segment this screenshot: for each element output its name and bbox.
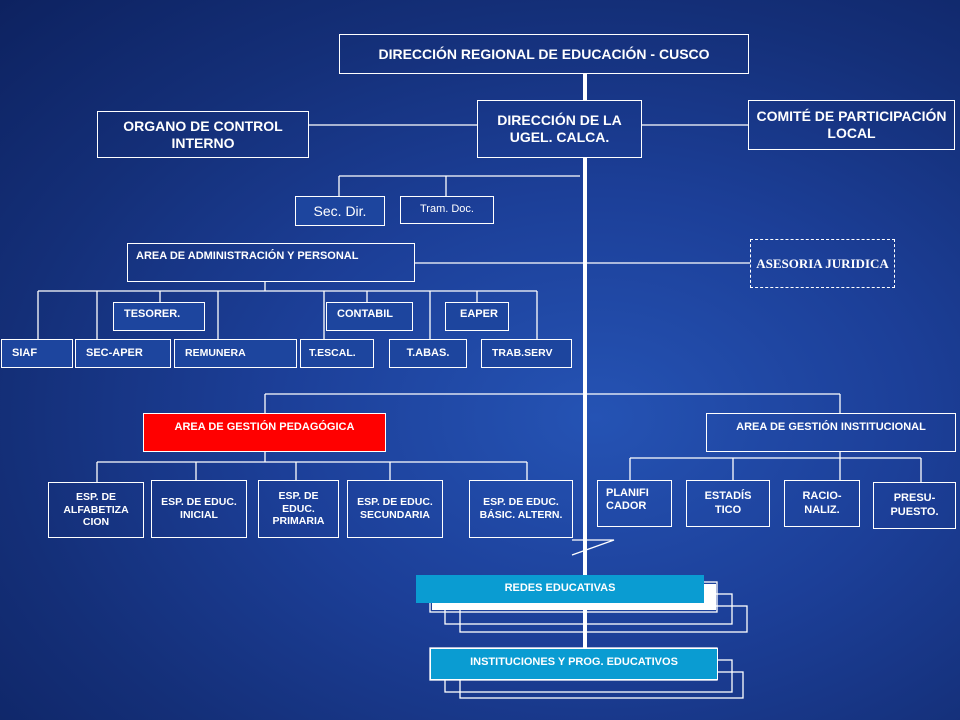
esp-inicial-box: ESP. DE EDUC. INICIAL xyxy=(151,480,247,538)
estadistico-box: ESTADÍS TICO xyxy=(686,480,770,527)
planificador-label: PLANIFI CADOR xyxy=(606,487,649,513)
esp-alfabetizacion-box: ESP. DE ALFABETIZA CION xyxy=(48,482,144,538)
sec-aper-label: SEC-APER xyxy=(86,347,143,359)
comite-participacion-label: COMITÉ DE PARTICIPACIÓN LOCAL xyxy=(756,108,947,141)
esp-basica-alternativa-box: ESP. DE EDUC. BÁSIC. ALTERN. xyxy=(469,480,573,538)
sec-dir-box: Sec. Dir. xyxy=(295,196,385,226)
esp-alfabetizacion-label: ESP. DE ALFABETIZA CION xyxy=(63,491,129,529)
control-interno-label: ORGANO DE CONTROL INTERNO xyxy=(123,117,283,151)
tram-doc-box: Tram. Doc. xyxy=(400,196,494,224)
presupuesto-label: PRESU- PUESTO. xyxy=(890,492,939,518)
dre-cusco-label: DIRECCIÓN REGIONAL DE EDUCACIÓN - CUSCO xyxy=(378,45,710,62)
dre-cusco-box: DIRECCIÓN REGIONAL DE EDUCACIÓN - CUSCO xyxy=(339,34,749,74)
esp-secundaria-label: ESP. DE EDUC. SECUNDARIA xyxy=(357,496,433,521)
sec-aper-box: SEC-APER xyxy=(75,339,171,368)
tesoreria-label: TESORER. xyxy=(124,308,181,320)
t-abas-box: T.ABAS. xyxy=(389,339,467,368)
planificador-box: PLANIFI CADOR xyxy=(597,480,672,527)
esp-inicial-label: ESP. DE EDUC. INICIAL xyxy=(161,496,237,521)
redes-educativas-box: REDES EDUCATIVAS xyxy=(416,575,704,603)
administracion-label: AREA DE ADMINISTRACIÓN Y PERSONAL xyxy=(136,250,359,262)
t-escal-label: T.ESCAL. xyxy=(309,347,356,359)
tram-doc-label: Tram. Doc. xyxy=(420,203,474,216)
control-interno-box: ORGANO DE CONTROL INTERNO xyxy=(97,111,309,158)
remunera-box: REMUNERA xyxy=(174,339,297,368)
siaf-box: SIAF xyxy=(1,339,73,368)
esp-basica-alternativa-label: ESP. DE EDUC. BÁSIC. ALTERN. xyxy=(479,496,563,521)
eaper-label: EAPER xyxy=(460,308,498,320)
contabilidad-label: CONTABIL xyxy=(337,308,394,320)
presupuesto-box: PRESU- PUESTO. xyxy=(873,482,956,529)
t-escal-box: T.ESCAL. xyxy=(300,339,374,368)
instituciones-label: INSTITUCIONES Y PROG. EDUCATIVOS xyxy=(470,656,678,668)
gestion-pedagogica-label: AREA DE GESTIÓN PEDAGÓGICA xyxy=(174,421,355,433)
administracion-box: AREA DE ADMINISTRACIÓN Y PERSONAL xyxy=(127,243,415,282)
gestion-pedagogica-box: AREA DE GESTIÓN PEDAGÓGICA xyxy=(143,413,386,452)
trab-serv-box: TRAB.SERV xyxy=(481,339,572,368)
redes-educativas-label: REDES EDUCATIVAS xyxy=(504,582,616,595)
racionalizacion-label: RACIO- NALIZ. xyxy=(802,490,842,516)
sec-dir-label: Sec. Dir. xyxy=(313,202,367,219)
esp-secundaria-box: ESP. DE EDUC. SECUNDARIA xyxy=(347,480,443,538)
comite-participacion-box: COMITÉ DE PARTICIPACIÓN LOCAL xyxy=(748,100,955,150)
instituciones-box: INSTITUCIONES Y PROG. EDUCATIVOS xyxy=(430,648,718,680)
trab-serv-label: TRAB.SERV xyxy=(492,347,553,359)
t-abas-label: T.ABAS. xyxy=(406,346,450,359)
eaper-box: EAPER xyxy=(445,302,509,331)
gestion-institucional-box: AREA DE GESTIÓN INSTITUCIONAL xyxy=(706,413,956,452)
contabilidad-box: CONTABIL xyxy=(326,302,413,331)
tesoreria-box: TESORER. xyxy=(113,302,205,331)
estadistico-label: ESTADÍS TICO xyxy=(704,490,752,516)
remunera-label: REMUNERA xyxy=(185,347,246,359)
esp-primaria-box: ESP. DE EDUC. PRIMARIA xyxy=(258,480,339,538)
siaf-label: SIAF xyxy=(12,347,38,359)
ugel-calca-label: DIRECCIÓN DE LA UGEL. CALCA. xyxy=(497,112,622,145)
ugel-calca-box: DIRECCIÓN DE LA UGEL. CALCA. xyxy=(477,100,642,158)
racionalizacion-box: RACIO- NALIZ. xyxy=(784,480,860,527)
asesoria-juridica-label: ASESORIA JURIDICA xyxy=(756,255,889,271)
gestion-institucional-label: AREA DE GESTIÓN INSTITUCIONAL xyxy=(736,421,926,433)
esp-primaria-label: ESP. DE EDUC. PRIMARIA xyxy=(272,490,325,528)
asesoria-juridica-box: ASESORIA JURIDICA xyxy=(750,239,895,288)
